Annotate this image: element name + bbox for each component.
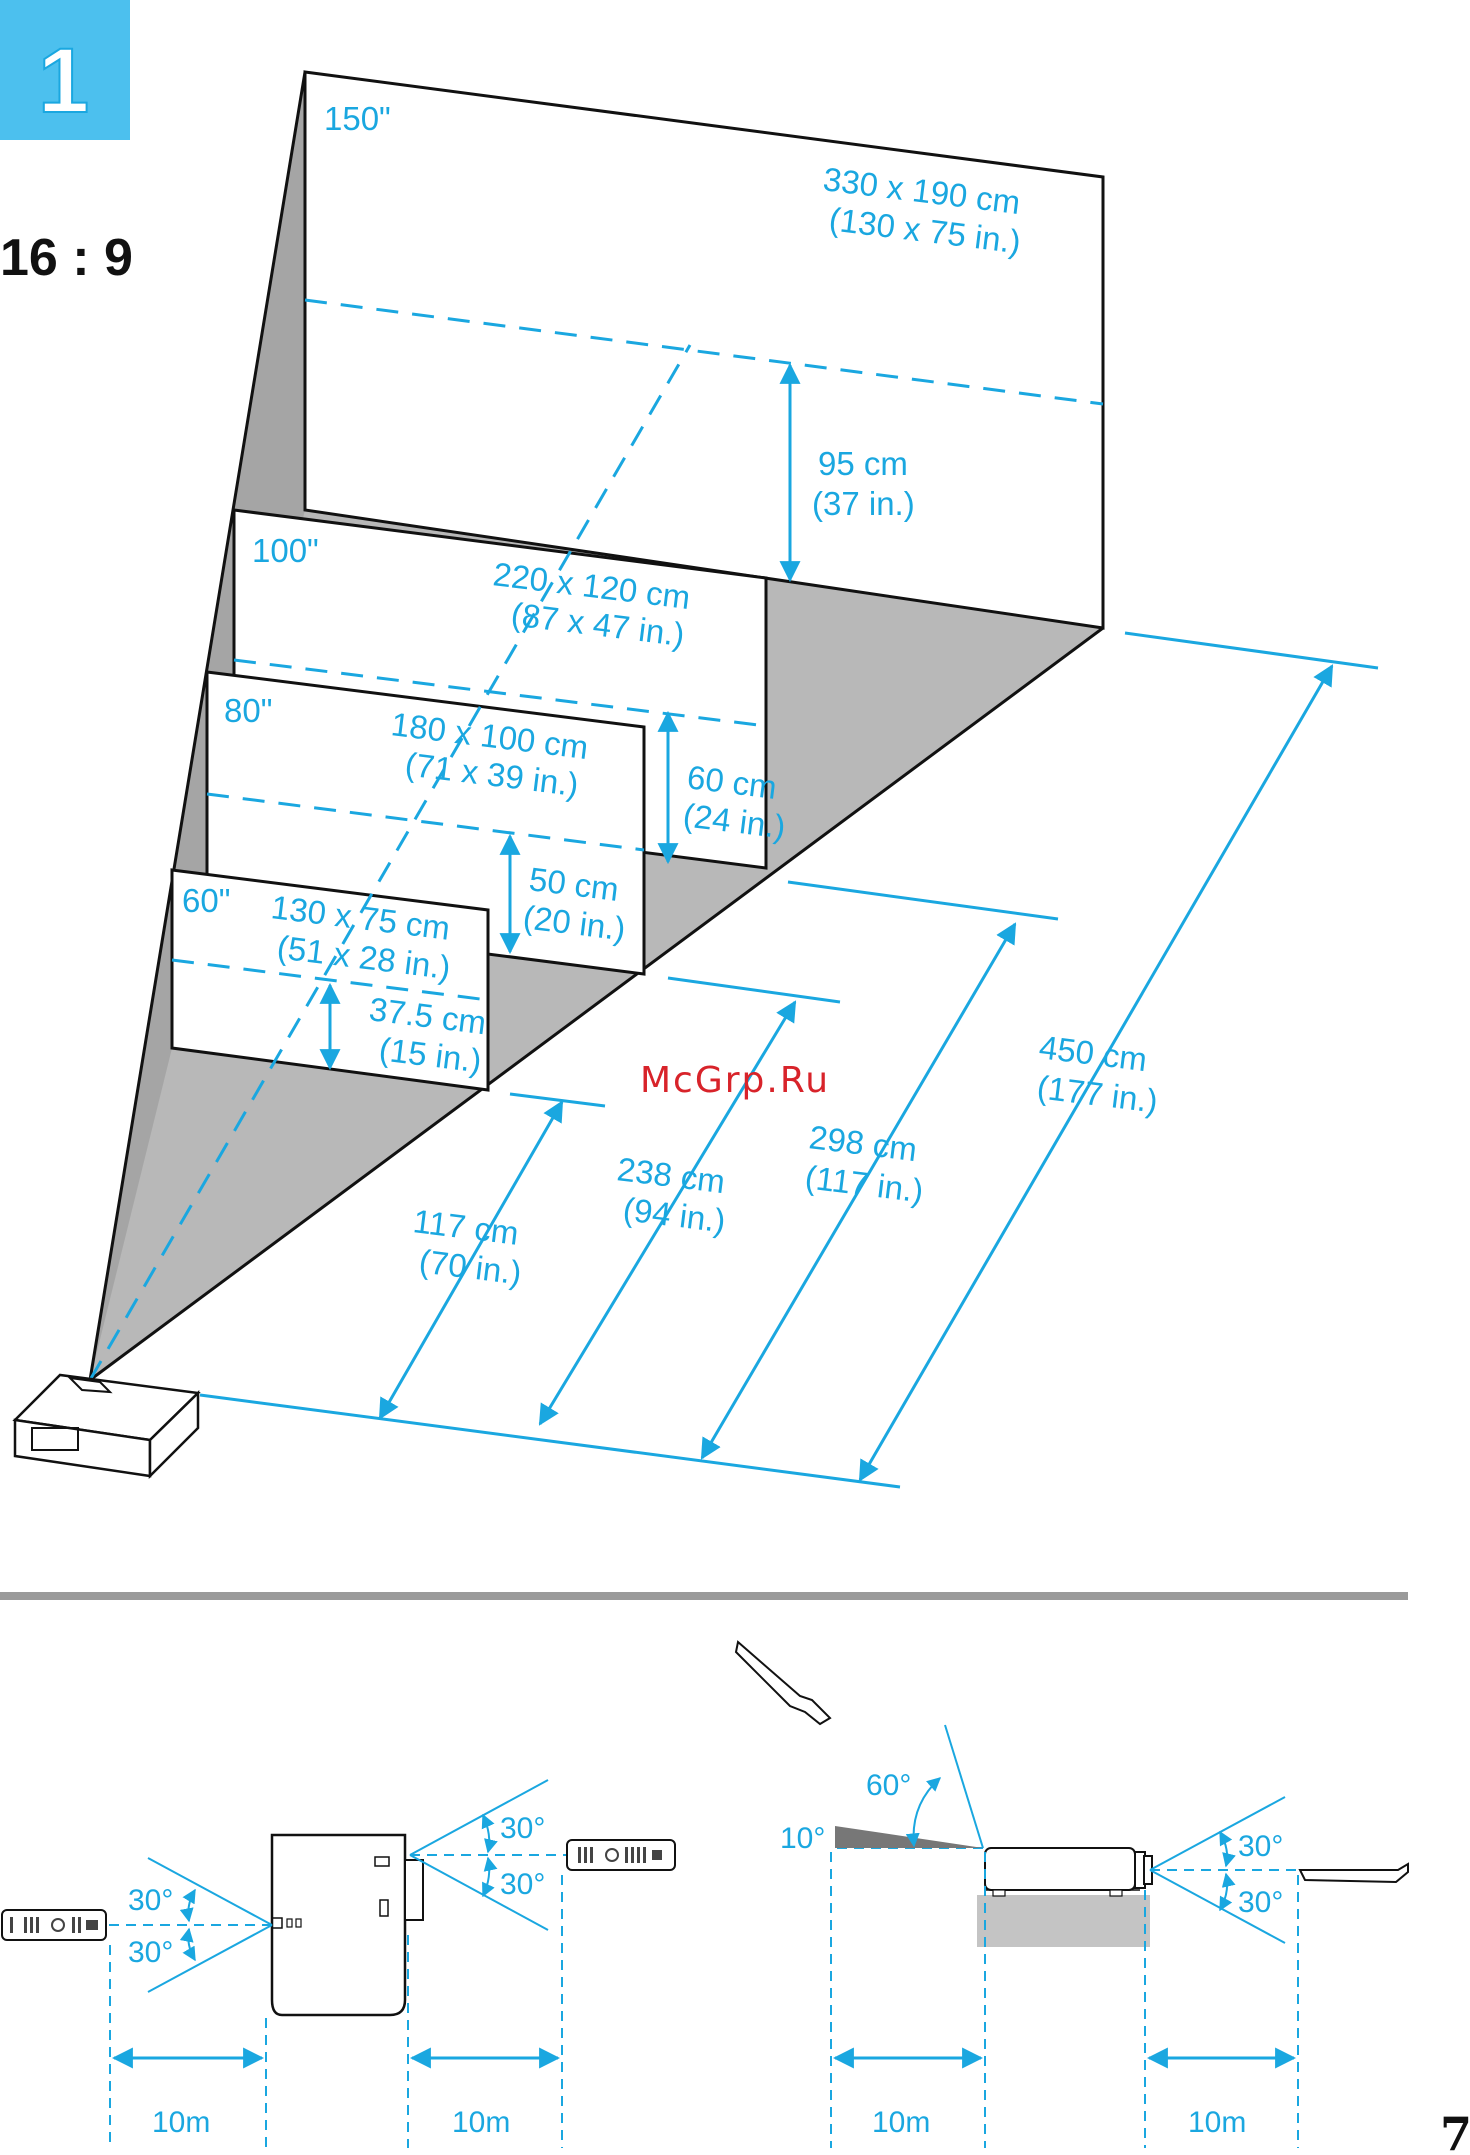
size-label-60: 60" <box>182 882 230 919</box>
size-label-150: 150" <box>324 100 391 137</box>
screen-60 <box>170 868 490 1092</box>
top-left-angle-up: 30° <box>128 1884 173 1917</box>
side-angle-up: 60° <box>866 1769 911 1802</box>
side-range-right: 10m <box>1188 2106 1246 2139</box>
watermark: McGrp.Ru <box>640 1060 830 1101</box>
step-badge: 1 <box>0 0 130 140</box>
screen-150 <box>303 70 1105 630</box>
remote-control-icon <box>566 1839 676 1871</box>
top-left-angle-down: 30° <box>128 1936 173 1969</box>
side-range-left: 10m <box>872 2106 930 2139</box>
step-number: 1 <box>38 30 89 132</box>
side-right-angle-down: 30° <box>1238 1886 1283 1919</box>
remote-top-view: 30° 30° 30° 30° 10m 10 <box>1 1779 676 2148</box>
projector <box>12 1373 201 1480</box>
size-label-100: 100" <box>252 532 319 569</box>
top-range-left: 10m <box>152 2106 210 2139</box>
remote-control-icon <box>1298 1862 1409 1884</box>
remote-control-icon <box>734 1640 832 1726</box>
remote-side-view: 60° 10° 30° 30° 10m 10m <box>734 1640 1409 2148</box>
page-number: 7 <box>1440 2107 1470 2155</box>
section-divider <box>0 1592 1408 1600</box>
side-right-angle-up: 30° <box>1238 1830 1283 1863</box>
size-label-80: 80" <box>224 692 272 729</box>
side-angle-down: 10° <box>780 1822 825 1855</box>
aspect-ratio-label: 16 : 9 <box>0 229 133 287</box>
offset-in-150: (37 in.) <box>812 485 915 522</box>
offset-cm-150: 95 cm <box>818 445 908 482</box>
distance-lines <box>199 631 1379 1489</box>
top-range-right: 10m <box>452 2106 510 2139</box>
top-right-angle-up: 30° <box>500 1812 545 1845</box>
top-right-angle-down: 30° <box>500 1868 545 1901</box>
lens-axis-line <box>88 344 692 1381</box>
